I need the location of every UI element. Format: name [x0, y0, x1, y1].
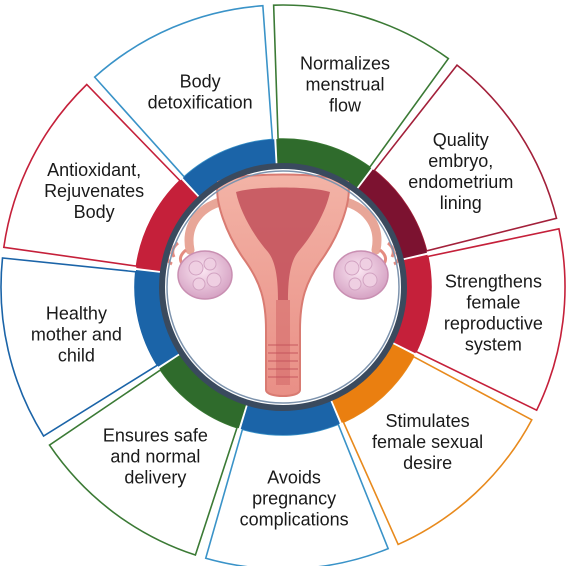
center-frame [159, 163, 407, 411]
benefit-label-line: Rejuvenates [44, 181, 144, 201]
right-ovary [333, 250, 389, 300]
benefit-label-line: female sexual [372, 432, 483, 452]
benefit-label-line: flow [329, 95, 362, 115]
benefit-label-line: Body [74, 202, 115, 222]
uterine-cavity [236, 187, 330, 300]
ring-segment-normalizes-menstrual-flow [276, 139, 372, 191]
benefit-label-line: female [466, 292, 520, 312]
ring-segment-strengthens-female-reproductive-system [390, 254, 431, 354]
uterus-illustration [165, 173, 401, 397]
benefit-label-line: pregnancy [252, 489, 336, 509]
center-frame-inner [166, 170, 400, 404]
ring-segment-antioxidant-rejuvenates-body [136, 179, 201, 272]
benefit-label-line: Ensures safe [103, 425, 208, 445]
benefit-label-line: Stimulates [386, 411, 470, 431]
ring-segment-body-detoxification [182, 139, 276, 199]
benefit-label-line: mother and [31, 325, 122, 345]
benefit-label-line: lining [440, 193, 482, 213]
benefit-label-line: Avoids [267, 468, 321, 488]
benefit-label-line: complications [240, 510, 349, 530]
left-ovary [177, 250, 233, 300]
benefit-label-line: Body [180, 71, 221, 91]
benefit-label-line: Antioxidant, [47, 160, 141, 180]
benefit-label-line: Healthy [46, 304, 107, 324]
benefit-label-line: embryo, [428, 151, 493, 171]
benefit-label-line: menstrual [305, 74, 384, 94]
benefit-label-line: Quality [433, 130, 489, 150]
benefit-label-line: delivery [124, 467, 186, 487]
ring-segment-ensures-safe-and-normal-delivery [159, 353, 248, 429]
benefit-label-line: reproductive [444, 313, 543, 333]
cervical-canal [276, 300, 290, 385]
benefit-label-line: endometrium [408, 172, 513, 192]
center-medallion [159, 163, 407, 411]
benefit-card-normalizes-menstrual-flow [272, 4, 450, 169]
benefit-label-line: detoxification [148, 92, 253, 112]
benefit-label-line: system [465, 334, 522, 354]
benefit-label-line: Normalizes [300, 53, 390, 73]
benefit-label-line: and normal [110, 446, 200, 466]
ring-segment-quality-embryo-endometrium-lining [355, 169, 427, 260]
benefit-card-avoids-pregnancy-complications [204, 423, 390, 566]
benefit-label-line: child [58, 346, 95, 366]
benefit-label-line: desire [403, 453, 452, 473]
ring-segment-healthy-mother-and-child [135, 269, 182, 367]
benefit-label-line: Strengthens [445, 271, 542, 291]
ring-segment-stimulates-female-sexual-desire [330, 342, 415, 423]
